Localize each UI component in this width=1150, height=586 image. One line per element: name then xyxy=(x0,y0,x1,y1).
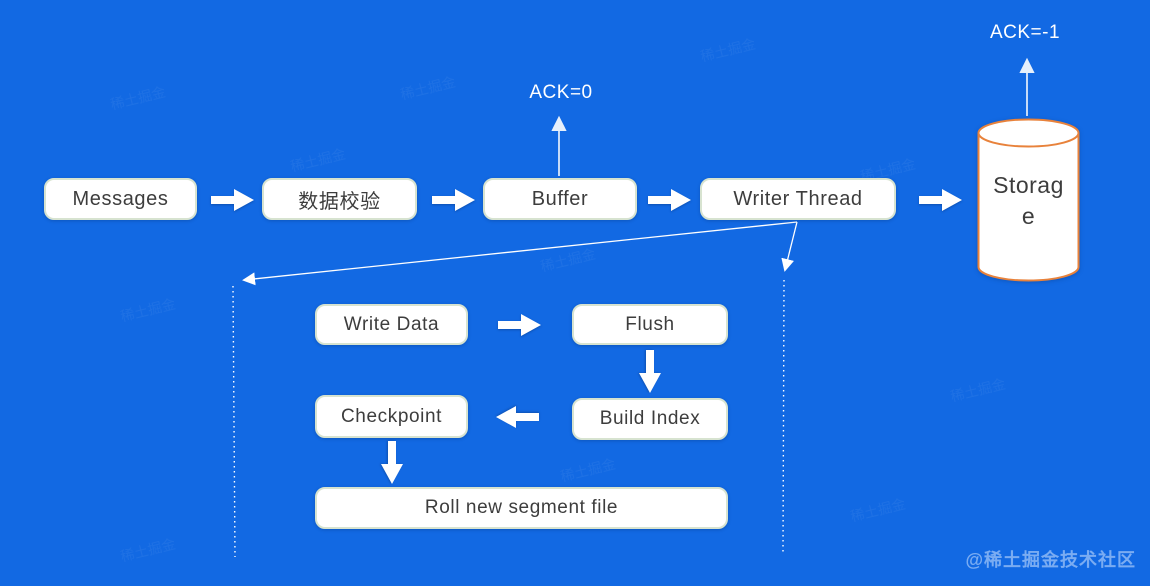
arrow-buildindex-to-checkpoint-icon xyxy=(495,403,539,431)
node-roll-new-segment-file: Roll new segment file xyxy=(315,487,728,529)
node-build-index: Build Index xyxy=(572,398,728,440)
node-write-data: Write Data xyxy=(315,304,468,345)
arrow-validation-to-buffer-icon xyxy=(432,186,476,214)
node-messages: Messages xyxy=(44,178,197,220)
ack0-label: ACK=0 xyxy=(529,82,593,103)
node-checkpoint: Checkpoint xyxy=(315,395,468,438)
corner-watermark: @稀土掘金技术社区 xyxy=(965,550,1136,570)
ack-neg1-label: ACK=-1 xyxy=(989,22,1061,43)
bracket-dotted-left xyxy=(232,285,236,558)
bracket-dotted-right xyxy=(782,279,785,553)
writer-expand-left-line xyxy=(242,221,798,286)
arrow-writedata-to-flush-icon xyxy=(498,311,542,339)
arrow-writer-to-storage-icon xyxy=(919,186,963,214)
node-writer-thread: Writer Thread xyxy=(700,178,896,220)
arrow-messages-to-validation-icon xyxy=(211,186,255,214)
node-flush: Flush xyxy=(572,304,728,345)
arrow-checkpoint-to-roll-icon xyxy=(378,441,406,485)
arrow-flush-to-buildindex-icon xyxy=(636,350,664,394)
storage-label: Storage xyxy=(993,172,1064,230)
arrow-buffer-to-writer-icon xyxy=(648,186,692,214)
node-data-validation: 数据校验 xyxy=(262,178,417,220)
writer-expand-right-line xyxy=(781,221,798,272)
node-storage-cylinder: Storage xyxy=(977,118,1080,282)
node-buffer: Buffer xyxy=(483,178,637,220)
